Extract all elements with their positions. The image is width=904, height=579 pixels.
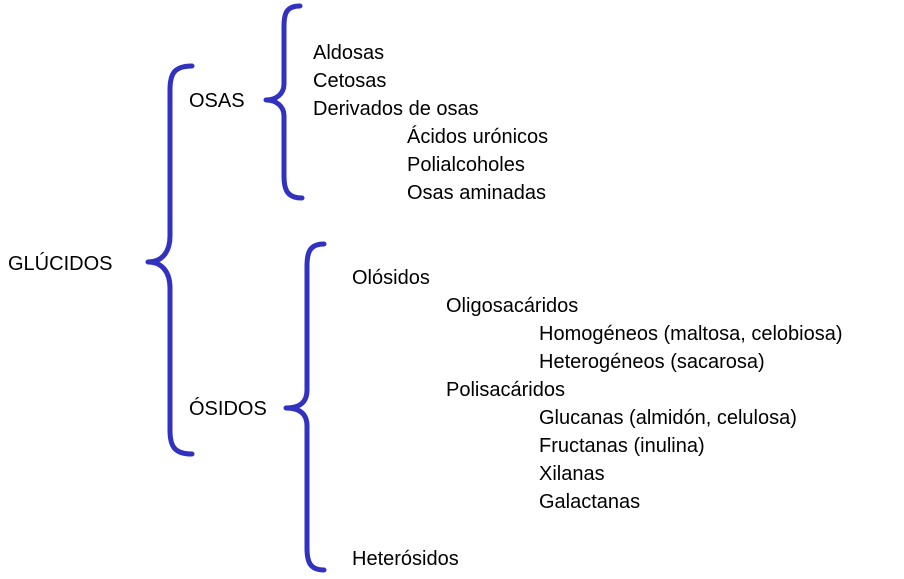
olosidos-label: Olósidos [352, 267, 430, 289]
osas-item-aldosas: Aldosas [313, 42, 385, 64]
poli-item-galactanas: Galactanas [539, 491, 641, 513]
osas-item-cetosas: Cetosas [313, 70, 387, 92]
heterosidos-label: Heterósidos [352, 548, 459, 570]
osas-label: OSAS [189, 90, 245, 112]
derivado-acidos-uronicos: Ácidos urónicos [407, 126, 549, 148]
root-label: GLÚCIDOS [8, 253, 113, 275]
osidos-brace [283, 241, 327, 573]
osidos-label: ÓSIDOS [189, 398, 267, 420]
poli-item-glucanas: Glucanas (almidón, celulosa) [539, 407, 797, 429]
oligo-item-homogeneos: Homogéneos (maltosa, celobiosa) [539, 323, 843, 345]
oligosacaridos-label: Oligosacáridos [446, 295, 579, 317]
derivado-polialcoholes: Polialcoholes [407, 154, 525, 176]
osas-item-derivados: Derivados de osas [313, 98, 479, 120]
derivado-osas-aminadas: Osas aminadas [407, 182, 546, 204]
osas-brace [263, 3, 305, 201]
root-brace [145, 63, 195, 457]
polisacaridos-label: Polisacáridos [446, 379, 565, 401]
poli-item-xilanas: Xilanas [539, 463, 605, 485]
oligo-item-heterogeneos: Heterogéneos (sacarosa) [539, 351, 765, 373]
poli-item-fructanas: Fructanas (inulina) [539, 435, 705, 457]
